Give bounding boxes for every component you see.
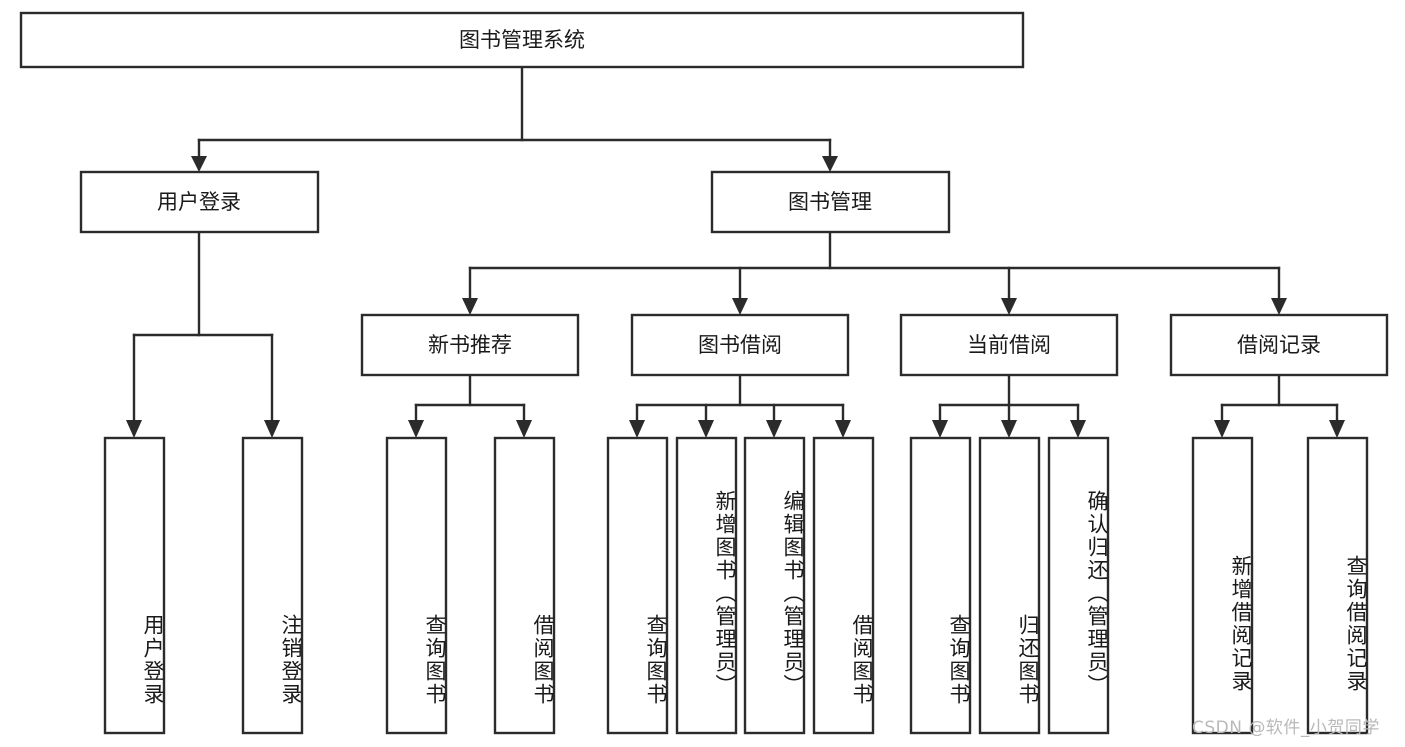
arrow-head-book-manage [822, 156, 838, 172]
arrow-head-leaf-user-login [126, 420, 142, 438]
leaf-box-add-record[interactable] [1191, 436, 1254, 735]
leaf-box-query-record[interactable] [1306, 436, 1369, 735]
leaf-box-edit-book[interactable] [743, 436, 806, 735]
node-user-login-box[interactable] [79, 170, 320, 234]
connector-group-current-borrow [932, 373, 1086, 438]
node-borrow-record-label: 借阅记录 [1237, 333, 1321, 357]
arrow-head-user-login [191, 156, 207, 172]
node-current-borrow-label: 当前借阅 [967, 333, 1051, 357]
connector-group-book-manage [462, 230, 1287, 315]
arrow-head-book-borrow [732, 298, 748, 315]
arrow-head-leaf-query-book-2 [629, 420, 645, 438]
leaf-box-user-logout[interactable] [241, 436, 304, 735]
arrow-head-new-book-recommend [462, 298, 478, 315]
arrow-head-borrow-record [1271, 298, 1287, 315]
arrow-head-leaf-add-record [1214, 420, 1230, 438]
leaf-box-query-book-1[interactable] [385, 436, 448, 735]
arrow-head-leaf-confirm-return [1070, 420, 1086, 438]
node-book-borrow-box[interactable] [630, 313, 850, 377]
leaf-box-query-book-2[interactable] [606, 436, 669, 735]
connector-group-root [191, 65, 838, 172]
node-book-manage-box[interactable] [710, 170, 951, 234]
node-title-label: 图书管理系统 [459, 28, 585, 52]
arrow-head-leaf-borrow-book-2 [835, 420, 851, 438]
node-borrow-record-box[interactable] [1169, 313, 1389, 377]
leaf-box-borrow-book-2[interactable] [812, 436, 875, 735]
node-book-borrow-label: 图书借阅 [698, 333, 782, 357]
connector-group-book-borrow [629, 373, 851, 438]
arrow-head-leaf-query-book-3 [932, 420, 948, 438]
arrow-head-leaf-add-book [698, 420, 714, 438]
leaf-box-return-book[interactable] [978, 436, 1041, 735]
arrow-head-leaf-query-book-1 [408, 420, 424, 438]
node-new-book-recommend-box[interactable] [360, 313, 580, 377]
leaf-box-confirm-return[interactable] [1047, 436, 1110, 735]
arrow-head-current-borrow [1001, 298, 1017, 315]
arrow-head-leaf-borrow-book-1 [516, 420, 532, 438]
connector-group-user-login [126, 230, 280, 438]
node-new-book-recommend-label: 新书推荐 [428, 333, 512, 357]
node-title-box[interactable] [19, 11, 1025, 69]
leaf-box-query-book-3[interactable] [909, 436, 972, 735]
connector-group-new-book-recommend [408, 373, 532, 438]
arrow-head-leaf-user-logout [264, 420, 280, 438]
node-user-login-label: 用户登录 [157, 190, 241, 214]
connector-group-borrow-record [1214, 373, 1345, 438]
node-current-borrow-box[interactable] [899, 313, 1119, 377]
leaf-box-borrow-book-1[interactable] [493, 436, 556, 735]
leaf-box-add-book[interactable] [675, 436, 738, 735]
csdn-watermark: CSDN @软件_小贺同学 [1192, 718, 1380, 738]
arrow-head-leaf-edit-book [766, 420, 782, 438]
leaf-box-user-login[interactable] [103, 436, 166, 735]
arrow-head-leaf-query-record [1329, 420, 1345, 438]
node-book-manage-label: 图书管理 [788, 190, 872, 214]
arrow-head-leaf-return-book [1001, 420, 1017, 438]
